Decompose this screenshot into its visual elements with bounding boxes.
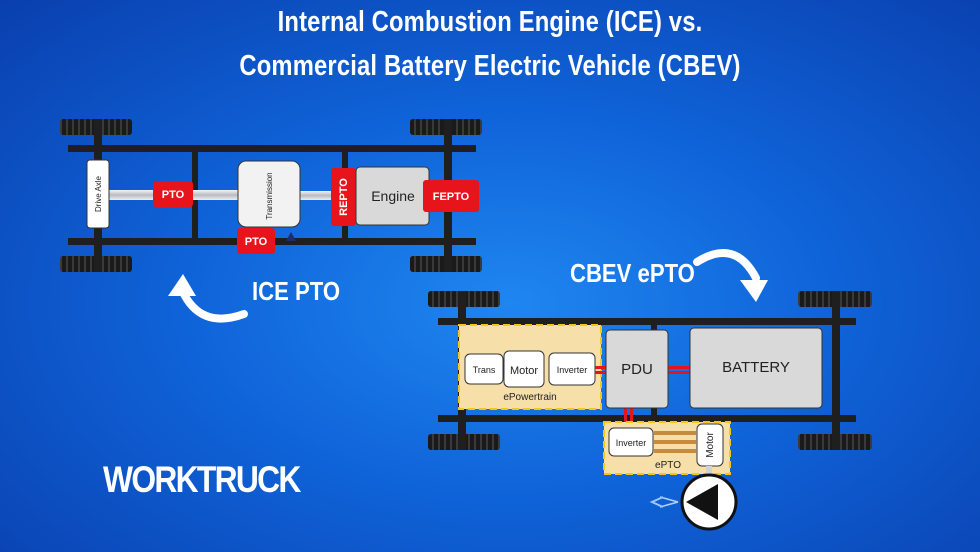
drive-axle-box <box>86 159 110 229</box>
ice-engine-shaft <box>299 191 339 200</box>
title-line-2: Commercial Battery Electric Vehicle (CBE… <box>239 50 741 82</box>
motor-label: Motor <box>510 365 538 377</box>
cbev-front-axle <box>832 291 840 450</box>
pto-trans-pointer <box>286 232 296 241</box>
inverter-label: Inverter <box>557 365 588 375</box>
hv-cable <box>595 366 607 369</box>
cbev-diagram: Trans Motor Inverter ePowertrain PDU BAT… <box>428 291 872 531</box>
hv-cable <box>624 408 627 422</box>
drive-axle-label: Drive Axle <box>94 175 103 212</box>
cbev-frame-rail-bottom <box>438 415 856 422</box>
hv-cable <box>595 371 607 374</box>
title-line-1: Internal Combustion Engine (ICE) vs. <box>277 6 703 38</box>
pto-rear-label: PTO <box>162 189 185 201</box>
pto-rear-box <box>153 181 193 207</box>
worktruck-logo: WORKTRUCK <box>103 459 301 500</box>
curved-arrow-icon <box>693 249 768 302</box>
epto-inverter-label: Inverter <box>616 438 647 448</box>
transmission-box <box>237 160 301 228</box>
epto-motor-label: Motor <box>705 432 716 458</box>
pto-trans-label: PTO <box>245 236 268 248</box>
epto-label: ePTO <box>655 460 681 471</box>
hv-cable <box>668 366 690 369</box>
epto-inverter-box <box>608 427 654 457</box>
epto-conductor <box>654 449 696 453</box>
curved-arrow-icon <box>168 274 248 323</box>
battery-label: BATTERY <box>722 359 790 376</box>
ice-frame-rail-top <box>68 145 476 152</box>
motor-box <box>503 350 545 388</box>
fepto-box <box>423 180 479 212</box>
repto-label: REPTO <box>338 178 350 216</box>
fepto-label: FEPTO <box>433 191 470 203</box>
epto-conductor <box>654 440 696 444</box>
transmission-label: Transmission <box>265 172 274 219</box>
engine-label: Engine <box>371 188 415 204</box>
trans-label: Trans <box>473 365 496 375</box>
battery-box <box>689 327 823 409</box>
ice-pto-section-label: ICE PTO <box>252 276 341 306</box>
hv-cable <box>630 408 633 422</box>
pto-trans-box <box>237 228 275 254</box>
cbev-epto-section-label: CBEV ePTO <box>570 258 695 288</box>
trans-box <box>464 353 504 385</box>
epto-conductor <box>654 431 696 435</box>
repto-box <box>331 168 356 226</box>
pdu-label: PDU <box>621 361 653 378</box>
hv-cable <box>668 371 690 374</box>
hydraulic-pump-icon <box>649 473 738 531</box>
ice-diagram: Drive Axle PTO Transmission PTO REPTO En… <box>60 119 482 272</box>
cbev-frame-rail-top <box>438 318 856 325</box>
pdu-box <box>605 329 669 409</box>
epowertrain-label: ePowertrain <box>503 392 556 403</box>
